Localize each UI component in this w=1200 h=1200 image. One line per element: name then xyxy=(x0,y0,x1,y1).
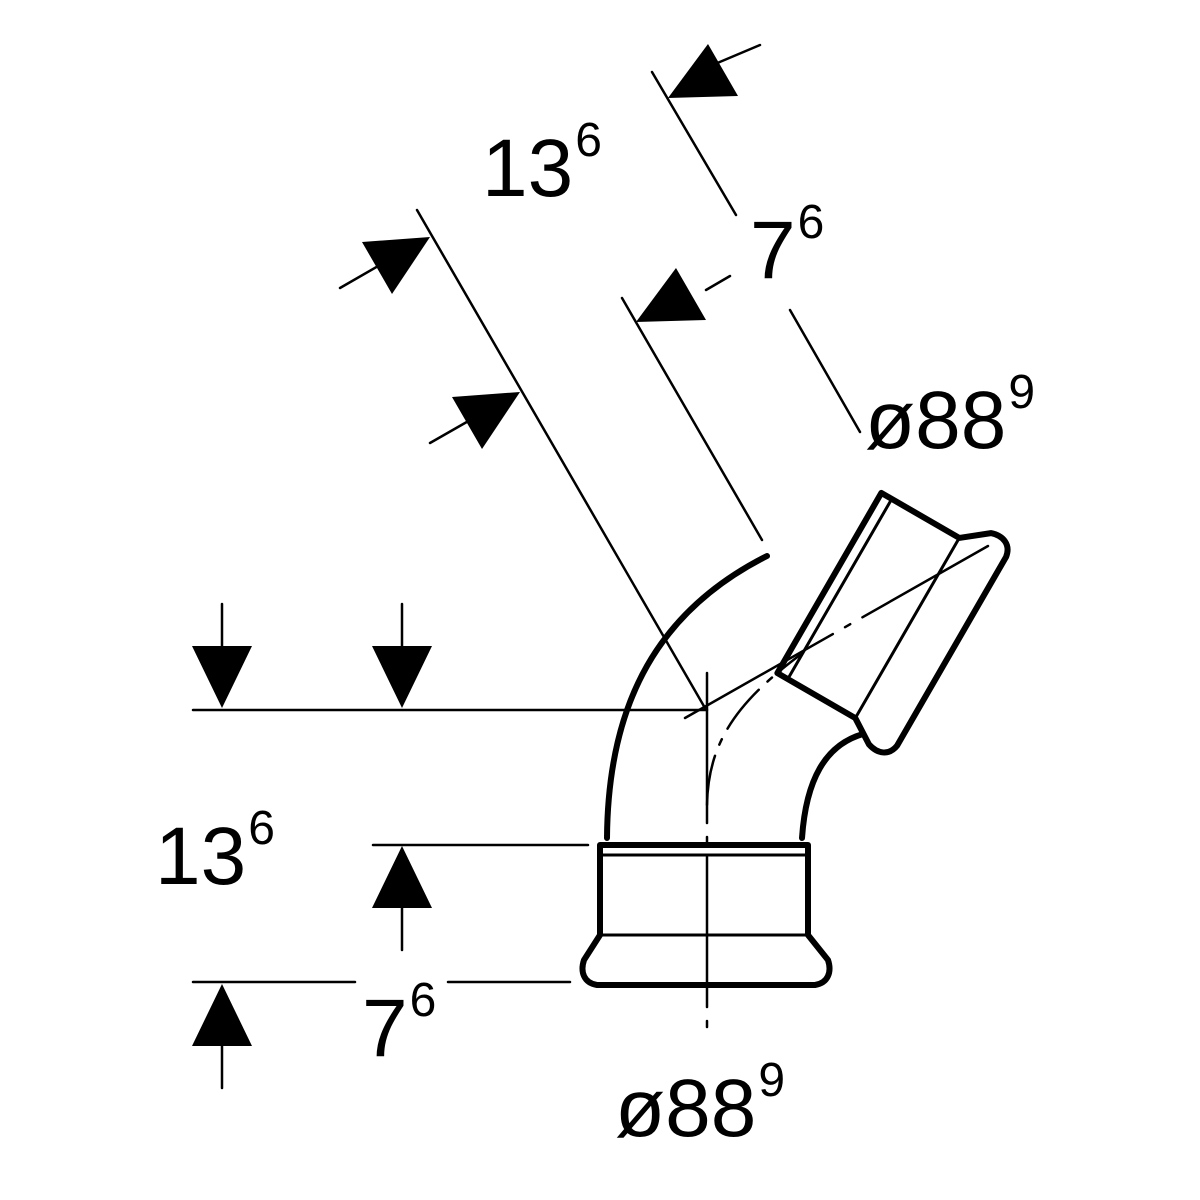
arrow-head-angled-d xyxy=(668,44,738,98)
arrow-tail-c xyxy=(704,274,732,292)
arrow-head-up-mid xyxy=(372,846,432,908)
ext-line-angled-far-b xyxy=(788,308,862,434)
dim-label-left-insertion: 76 xyxy=(362,974,436,1074)
arrow-head-angled-b xyxy=(452,392,520,449)
arc-centerline xyxy=(705,653,802,807)
ext-line-angled-long xyxy=(415,208,707,710)
elbow-inner-curve xyxy=(799,731,866,841)
arrow-head-up-bottom xyxy=(192,984,252,1046)
dim-label-top-diameter: ø889 xyxy=(865,366,1035,466)
top-socket xyxy=(774,489,1011,756)
arrow-head-down-left xyxy=(192,646,252,708)
dim-label-left-length: 136 xyxy=(155,802,275,902)
arrow-head-angled-a xyxy=(362,237,430,294)
ext-line-angled-mid xyxy=(620,296,764,542)
dim-label-top-insertion: 76 xyxy=(750,196,824,296)
bottom-socket xyxy=(579,842,833,988)
angled-centerline xyxy=(683,544,990,720)
dim-label-bottom-diameter: ø889 xyxy=(615,1054,785,1154)
ext-line-angled-far-a xyxy=(650,70,738,217)
elbow-outer-curve xyxy=(604,553,770,841)
arrow-head-angled-c xyxy=(636,268,706,322)
arrow-tail-d xyxy=(713,43,762,66)
dim-label-top-length: 136 xyxy=(482,114,602,214)
arrow-head-down-right xyxy=(372,646,432,708)
